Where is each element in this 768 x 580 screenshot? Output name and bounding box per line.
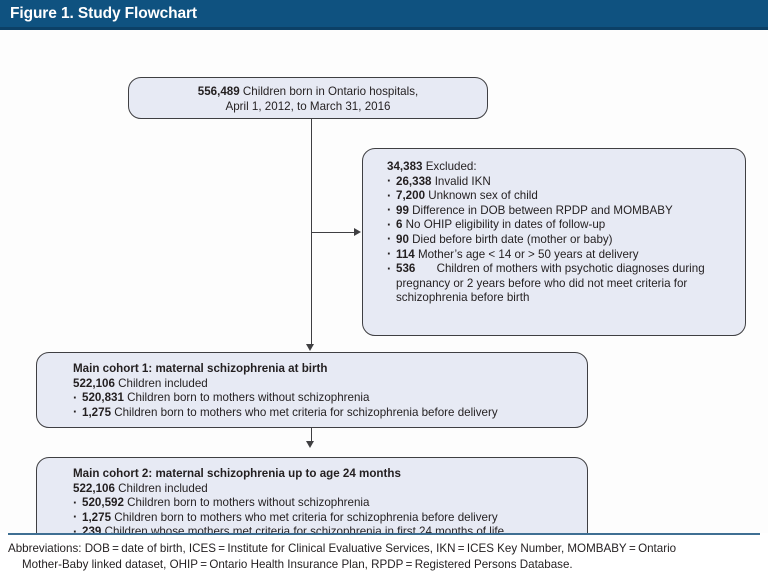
cohort2-box: Main cohort 2: maternal schizophrenia up… <box>36 457 588 548</box>
excluded-item-count: 99 <box>396 203 409 217</box>
cohort2-total: 522,106 Children included <box>73 482 575 497</box>
excluded-item-text: Died before birth date (mother or baby) <box>408 232 613 246</box>
abbreviations-line-1: Abbreviations: DOB = date of birth, ICES… <box>8 542 677 555</box>
excluded-item-text: Unknown sex of child <box>425 189 538 203</box>
excluded-list-item: 99 Difference in DOB between RPDP and MO… <box>387 203 733 219</box>
excluded-item-count: 536 <box>396 262 416 276</box>
source-cohort-line-1: 556,489 Children born in Ontario hospita… <box>129 85 487 100</box>
footer-divider <box>8 533 760 535</box>
cohort1-list-item: 1,275 Children born to mothers who met c… <box>73 405 575 421</box>
arrowhead-right-excluded-icon <box>354 228 361 237</box>
excluded-list-item: 7,200 Unknown sex of child <box>387 189 733 204</box>
cohort1-item-count: 1,275 <box>82 405 112 419</box>
cohort1-item-text: Children born to mothers without schizop… <box>123 391 370 405</box>
figure-title: Figure 1. Study Flowchart <box>10 5 197 22</box>
cohort2-title: Main cohort 2: maternal schizophrenia up… <box>73 467 401 480</box>
excluded-list-item: 114 Mother’s age < 14 or > 50 years at d… <box>387 247 733 263</box>
cohort2-list-item: 520,592 Children born to mothers without… <box>73 496 575 511</box>
excluded-item-text: Invalid IKN <box>431 174 491 188</box>
excluded-list-item: 6 No OHIP eligibility in dates of follow… <box>387 218 733 233</box>
header-underline <box>0 27 768 30</box>
excluded-heading-label: Excluded: <box>422 160 477 173</box>
cohort1-total: 522,106 Children included <box>73 377 575 392</box>
connector-branch-to-excluded <box>310 232 358 234</box>
excluded-item-text: Difference in DOB between RPDP and MOMBA… <box>408 203 673 217</box>
figure-footer: Abbreviations: DOB = date of birth, ICES… <box>0 533 768 580</box>
cohort2-item-text: Children born to mothers who met criteri… <box>111 510 498 524</box>
excluded-content: 34,383 Excluded: 26,338 Invalid IKN 7,20… <box>363 149 745 306</box>
cohort1-content: Main cohort 1: maternal schizophrenia at… <box>37 353 587 420</box>
excluded-list-item: 26,338 Invalid IKN <box>387 174 733 190</box>
source-cohort-box: 556,489 Children born in Ontario hospita… <box>128 77 488 119</box>
cohort2-total-label: Children included <box>114 481 208 495</box>
flowchart-canvas: 556,489 Children born in Ontario hospita… <box>0 30 768 548</box>
excluded-item-text: Mother’s age < 14 or > 50 years at deliv… <box>414 247 639 261</box>
cohort1-item-text: Children born to mothers who met criteri… <box>111 405 498 419</box>
cohort1-list-item: 520,831 Children born to mothers without… <box>73 391 575 406</box>
excluded-list-item: 90 Died before birth date (mother or bab… <box>387 232 733 248</box>
cohort1-total-count: 522,106 <box>73 376 115 390</box>
excluded-item-count: 7,200 <box>396 189 426 203</box>
cohort2-total-count: 522,106 <box>73 481 115 495</box>
cohort2-item-text: Children born to mothers without schizop… <box>123 496 370 510</box>
cohort1-total-label: Children included <box>114 376 208 390</box>
abbreviations-line-2: Mother-Baby linked dataset, OHIP = Ontar… <box>22 557 573 571</box>
excluded-list-item: 536 Children of mothers with psychotic d… <box>387 262 733 306</box>
cohort1-title: Main cohort 1: maternal schizophrenia at… <box>73 362 328 375</box>
source-cohort-line-2: April 1, 2012, to March 31, 2016 <box>225 99 391 113</box>
cohort2-item-count: 1,275 <box>82 510 112 524</box>
cohort2-content: Main cohort 2: maternal schizophrenia up… <box>37 458 587 540</box>
excluded-box: 34,383 Excluded: 26,338 Invalid IKN 7,20… <box>362 148 746 336</box>
excluded-item-count: 90 <box>396 232 409 246</box>
figure-header-bar: Figure 1. Study Flowchart <box>0 0 768 30</box>
excluded-heading: 34,383 Excluded: <box>387 160 733 175</box>
connector-cohort1-to-cohort2 <box>310 428 312 442</box>
abbreviations-note: Abbreviations: DOB = date of birth, ICES… <box>8 541 760 572</box>
cohort2-item-count: 520,592 <box>82 496 124 510</box>
arrowhead-down-cohort2-icon <box>306 441 314 448</box>
cohort1-box: Main cohort 1: maternal schizophrenia at… <box>36 352 588 428</box>
excluded-item-text: Children of mothers with psychotic diagn… <box>396 262 705 305</box>
excluded-item-text: No OHIP eligibility in dates of follow-u… <box>402 218 606 232</box>
source-cohort-content: 556,489 Children born in Ontario hospita… <box>129 78 487 114</box>
excluded-total-count: 34,383 <box>387 160 423 173</box>
cohort1-item-count: 520,831 <box>82 391 124 405</box>
cohort2-list-item: 1,275 Children born to mothers who met c… <box>73 510 575 526</box>
source-cohort-count: 556,489 <box>197 85 240 98</box>
excluded-item-count: 26,338 <box>396 174 432 188</box>
excluded-item-count: 6 <box>396 218 403 232</box>
excluded-item-count: 114 <box>396 247 415 261</box>
arrowhead-down-cohort1-icon <box>306 344 314 351</box>
source-cohort-description: Children born in Ontario hospitals, <box>239 85 419 98</box>
